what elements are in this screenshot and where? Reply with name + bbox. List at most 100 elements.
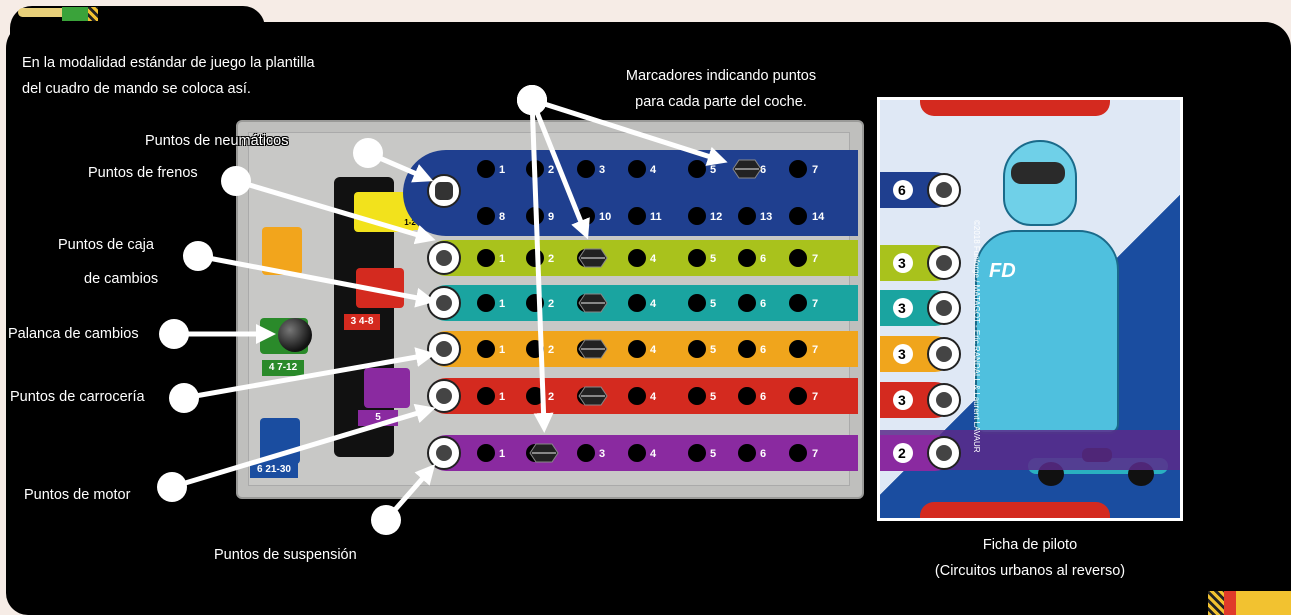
row-number: 1 xyxy=(499,298,505,310)
hole-suspension xyxy=(688,444,706,462)
row-number: 6 xyxy=(760,391,766,403)
hole-gearbox xyxy=(688,294,706,312)
tyre-number-top: 7 xyxy=(812,164,818,176)
row-number: 3 xyxy=(599,448,605,460)
visor-icon xyxy=(1011,162,1065,184)
row-number: 4 xyxy=(650,253,657,265)
arrow-marker-suspension xyxy=(529,99,554,433)
tyre-number-top: 6 xyxy=(760,164,766,176)
card-top-tab xyxy=(920,100,1110,116)
row-number: 5 xyxy=(710,448,716,460)
row-number: 4 xyxy=(650,391,657,403)
tyre-number-bottom: 14 xyxy=(812,211,825,223)
gear-badge-4: 4 7-12 xyxy=(262,360,304,376)
card-engine-icon-glyph xyxy=(936,392,952,408)
card-value: 2 xyxy=(898,445,906,461)
driver-illustration: FD xyxy=(975,140,1125,434)
tab-green-block xyxy=(62,7,88,21)
checkered-flag-icon xyxy=(88,7,98,21)
gear-badge-6: 6 21-30 xyxy=(250,462,298,478)
hole-suspension xyxy=(577,444,595,462)
hole-body xyxy=(738,340,756,358)
hole-engine xyxy=(628,387,646,405)
card-value-disc xyxy=(893,180,913,200)
row-number: 5 xyxy=(710,344,716,356)
hole-engine xyxy=(526,387,544,405)
driver-badge: FD xyxy=(989,260,1016,282)
row-number: 4 xyxy=(650,298,657,310)
card-suspension-icon-glyph xyxy=(936,445,952,461)
arrow-marker-brakes xyxy=(529,99,590,240)
hole-engine xyxy=(477,387,495,405)
row-number: 7 xyxy=(812,253,818,265)
bodywork-icon-glyph xyxy=(436,341,452,357)
hole-brakes xyxy=(738,249,756,267)
card-value: 3 xyxy=(898,346,906,362)
arrow-marker-tyres xyxy=(531,97,728,166)
label-brakes: Puntos de frenos xyxy=(88,165,198,181)
row-number: 2 xyxy=(548,344,554,356)
hole-gearbox xyxy=(789,294,807,312)
hole-body xyxy=(477,340,495,358)
row-number: 6 xyxy=(760,253,766,265)
hole-suspension xyxy=(789,444,807,462)
corner-flag-icon xyxy=(1208,591,1224,615)
tyre-number-top: 3 xyxy=(599,164,605,176)
hole-brakes xyxy=(789,249,807,267)
hole-brakes xyxy=(477,249,495,267)
row-number: 1 xyxy=(499,344,505,356)
row-number: 4 xyxy=(650,448,657,460)
card-value-disc xyxy=(893,298,913,318)
label-body: Puntos de carrocería xyxy=(10,389,145,405)
card-value-disc xyxy=(893,390,913,410)
row-number: 1 xyxy=(499,253,505,265)
corner-yellow-block xyxy=(1236,591,1291,615)
card-caption-line-2: (Circuitos urbanos al reverso) xyxy=(934,563,1126,579)
tyre-number-top: 2 xyxy=(548,164,554,176)
hole-brakes xyxy=(688,249,706,267)
label-suspension: Puntos de suspensión xyxy=(214,547,357,563)
label-tyres: Puntos de neumáticos xyxy=(145,133,289,149)
intro-line-2: del cuadro de mando se coloca así. xyxy=(22,81,251,97)
tyre-number-bottom: 12 xyxy=(710,211,722,223)
card-value-disc xyxy=(893,253,913,273)
gear-badge-3: 3 4-8 xyxy=(344,314,380,330)
label-engine: Puntos de motor xyxy=(24,487,131,503)
hole-engine xyxy=(738,387,756,405)
hole-engine xyxy=(688,387,706,405)
hole-tyre-bottom xyxy=(477,207,495,225)
row-number: 5 xyxy=(710,298,716,310)
row-number: 6 xyxy=(760,448,766,460)
row-number: 2 xyxy=(548,391,554,403)
hole-body xyxy=(688,340,706,358)
markers-label-line-1: Marcadores indicando puntos xyxy=(625,68,817,84)
card-brake-icon-glyph xyxy=(936,255,952,271)
arrow-suspension xyxy=(384,463,436,522)
card-bottom-tab xyxy=(920,502,1110,518)
card-value: 3 xyxy=(898,300,906,316)
hole-brakes xyxy=(628,249,646,267)
card-value: 3 xyxy=(898,392,906,408)
hole-suspension xyxy=(628,444,646,462)
row-number: 6 xyxy=(760,298,766,310)
tyre-number-bottom: 10 xyxy=(599,211,611,223)
hole-tyre-top xyxy=(577,160,595,178)
row-number: 1 xyxy=(499,448,505,460)
row-number: 5 xyxy=(710,253,716,265)
racing-suit xyxy=(975,230,1119,434)
row-number: 7 xyxy=(812,448,818,460)
label-gearbox-2: de cambios xyxy=(84,271,159,287)
card-value: 3 xyxy=(898,255,906,271)
row-number: 7 xyxy=(812,298,818,310)
arrow-brakes xyxy=(235,178,436,245)
hole-body xyxy=(628,340,646,358)
row-number: 2 xyxy=(548,298,554,310)
arrow-gearbox xyxy=(197,253,436,308)
hole-tyre-top xyxy=(688,160,706,178)
card-value-disc xyxy=(893,344,913,364)
hole-gearbox xyxy=(477,294,495,312)
engine-icon-glyph xyxy=(436,388,452,404)
arrow-engine xyxy=(171,403,436,490)
tab-stripe xyxy=(18,8,78,17)
